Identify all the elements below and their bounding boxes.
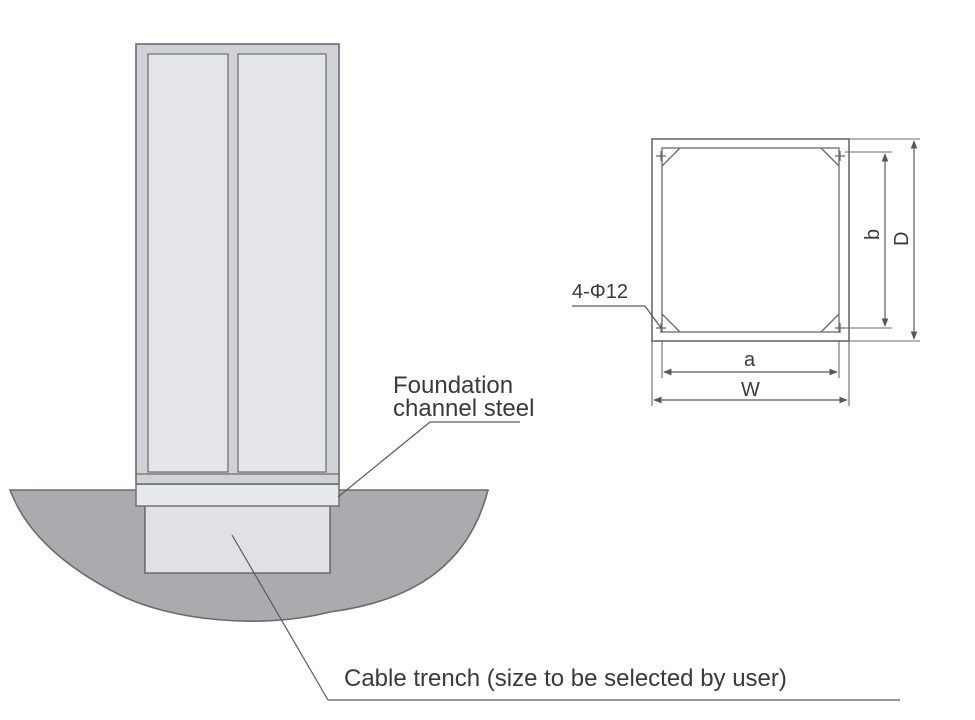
cabinet [135,43,340,485]
dimension-b-label: b [862,229,884,240]
dimension-a-label: a [744,349,756,371]
ground-section [8,483,490,622]
mounting-hole-bottom-right [835,323,845,333]
foundation-label-line1: Foundation [393,372,513,399]
trench-leader-line [231,534,329,701]
foundation-label-line2: channel steel [393,395,534,422]
cabinet-left-panel [147,53,229,473]
base-plan-view: 4-Φ12 a W b D [572,138,920,406]
base-outer-square [651,138,850,342]
dimension-w-label: W [741,379,760,401]
base-inner-square [661,147,840,333]
dimension-d-label: D [891,232,913,246]
cabinet-right-panel [237,53,327,473]
corner-gusset-top-right [820,147,840,167]
corner-gusset-bottom-right [820,313,840,333]
foundation-channel-steel [135,483,340,507]
holes-leader-diagonal [644,305,662,329]
mounting-hole-top-right [835,151,845,161]
mounting-hole-top-left [656,151,666,161]
corner-gusset-bottom-left [661,313,681,333]
cable-trench [144,504,331,574]
foundation-leader-line [337,421,431,498]
holes-label: 4-Φ12 [572,281,628,303]
corner-gusset-top-left [661,147,681,167]
cable-trench-label: Cable trench (size to be selected by use… [344,665,787,692]
ground-soil [8,489,490,622]
